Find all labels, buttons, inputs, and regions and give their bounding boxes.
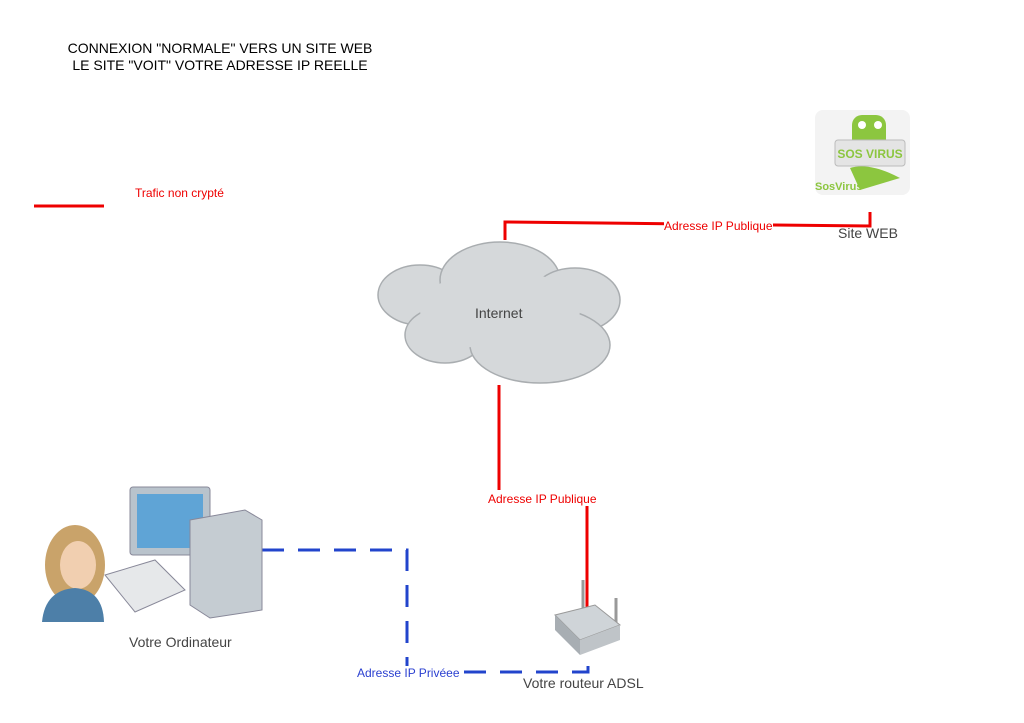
node-label-internet: Internet bbox=[475, 305, 523, 321]
cloud-icon bbox=[377, 241, 621, 384]
legend-label: Trafic non crypté bbox=[135, 186, 224, 200]
svg-text:SOS VIRUS: SOS VIRUS bbox=[837, 147, 902, 161]
node-label-router: Votre routeur ADSL bbox=[523, 675, 644, 691]
title-line-1: CONNEXION "NORMALE" VERS UN SITE WEB bbox=[67, 40, 373, 56]
sosvirus-logo: SOS VIRUS SosVirus bbox=[815, 110, 910, 195]
edge-label-internet-site: Adresse IP Publique bbox=[664, 219, 773, 233]
edge-computer-router bbox=[262, 548, 590, 674]
svg-text:SosVirus: SosVirus bbox=[815, 181, 863, 193]
node-label-computer: Votre Ordinateur bbox=[129, 634, 232, 650]
edge-label-router-internet: Adresse IP Publique bbox=[488, 492, 597, 506]
title-line-2: LE SITE "VOIT" VOTRE ADRESSE IP REELLE bbox=[72, 57, 368, 73]
user-computer-icon bbox=[42, 486, 263, 622]
edge-label-computer-router: Adresse IP Privéee bbox=[357, 666, 460, 680]
diagram-title: CONNEXION "NORMALE" VERS UN SITE WEB LE … bbox=[0, 40, 440, 74]
node-label-site: Site WEB bbox=[838, 225, 898, 241]
router-icon bbox=[554, 580, 621, 655]
